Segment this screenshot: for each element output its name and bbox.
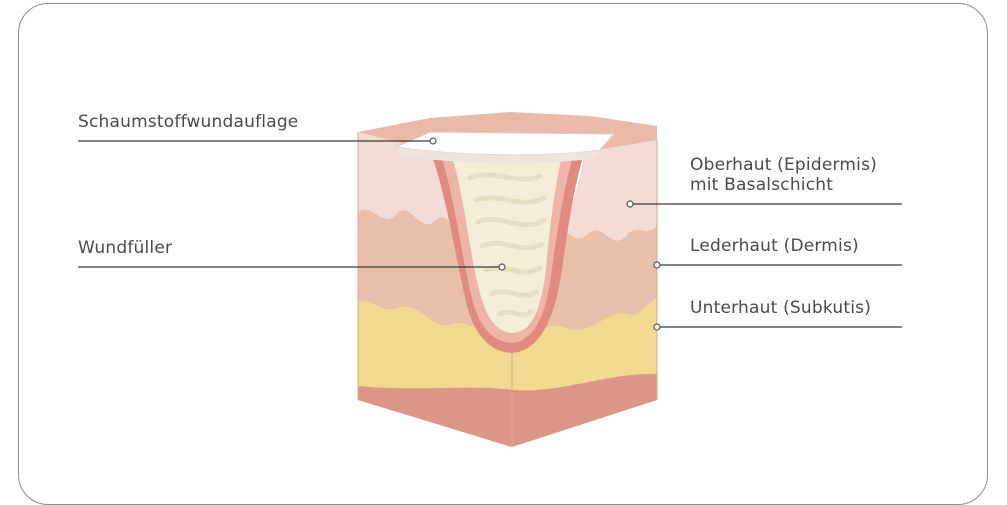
foam-dressing-pad <box>396 132 614 163</box>
marker-epidermis <box>627 201 633 207</box>
marker-wound-filler <box>499 264 505 270</box>
label-wound-filler: Wundfüller <box>78 238 172 258</box>
label-foam-dressing: Schaumstoffwundauflage <box>78 112 298 132</box>
marker-subcutis <box>654 324 660 330</box>
marker-dermis <box>654 262 660 268</box>
label-epidermis-line2: mit Basalschicht <box>690 175 833 195</box>
label-dermis: Lederhaut (Dermis) <box>690 236 859 256</box>
label-subcutis: Unterhaut (Subkutis) <box>690 298 871 318</box>
label-epidermis-line1: Oberhaut (Epidermis) <box>690 155 877 175</box>
marker-foam-dressing <box>430 138 436 144</box>
